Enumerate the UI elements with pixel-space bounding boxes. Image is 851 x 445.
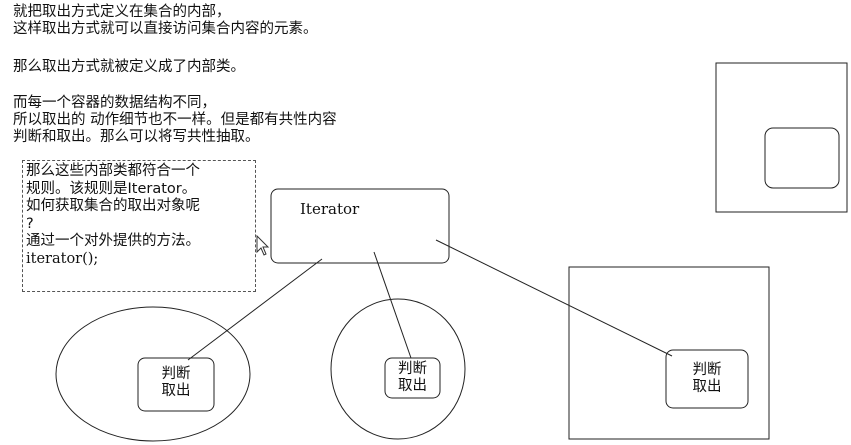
note-line: 那么这些内部类都符合一个 (26, 163, 200, 179)
inner-rounded-box (764, 127, 840, 189)
label-line: 判断 (692, 362, 722, 378)
note-line: 如何获取集合的取出对象呢 (26, 198, 200, 214)
text-line: 所以取出的 动作细节也不一样。但是都有共性内容 (13, 112, 337, 128)
ellipse-container-middle (330, 298, 466, 440)
paragraph-2: 那么取出方式就被定义成了内部类。 (13, 59, 245, 76)
label-line: 取出 (161, 383, 191, 399)
label-line: 取出 (398, 378, 427, 394)
label-line: 判断 (398, 361, 427, 377)
text-line: 就把取出方式定义在集合的内部， (13, 4, 231, 20)
paragraph-3: 而每一个容器的数据结构不同， 所以取出的 动作细节也不一样。但是都有共性内容 判… (13, 95, 337, 146)
ellipse-container-left (55, 306, 251, 442)
iterator-box (270, 188, 450, 264)
iterator-label: Iterator (300, 200, 360, 218)
note-text-box[interactable]: 那么这些内部类都符合一个 规则。该规则是Iterator。 如何获取集合的取出对… (22, 160, 256, 292)
text-line: 而每一个容器的数据结构不同， (13, 95, 216, 111)
note-line: iterator(); (26, 250, 99, 267)
square-container-right (568, 266, 770, 440)
inner-box-left (137, 357, 215, 412)
inner-box-middle (384, 357, 441, 399)
connector-line (373, 251, 412, 359)
note-line: 通过一个对外提供的方法。 (26, 233, 200, 249)
outer-frame-small (715, 62, 848, 213)
inner-box-right (665, 349, 749, 409)
connector-line (187, 258, 323, 361)
note-line: 规则。该规则是Iterator。 (26, 180, 197, 197)
text-line: 那么取出方式就被定义成了内部类。 (13, 59, 245, 75)
connector-line (435, 239, 673, 357)
inner-box-label-middle: 判断 取出 (385, 361, 440, 395)
text-line: 这样取出方式就可以直接访问集合内容的元素。 (13, 21, 318, 37)
inner-box-label-right: 判断 取出 (666, 362, 748, 396)
note-line: ? (26, 215, 34, 232)
inner-box-label-left: 判断 取出 (138, 366, 214, 400)
paragraph-1: 就把取出方式定义在集合的内部， 这样取出方式就可以直接访问集合内容的元素。 (13, 4, 318, 38)
label-line: 判断 (161, 366, 191, 382)
label-line: 取出 (692, 379, 722, 395)
text-line: 判断和取出。那么可以将写共性抽取。 (13, 129, 260, 145)
mouse-cursor-icon (256, 234, 270, 256)
